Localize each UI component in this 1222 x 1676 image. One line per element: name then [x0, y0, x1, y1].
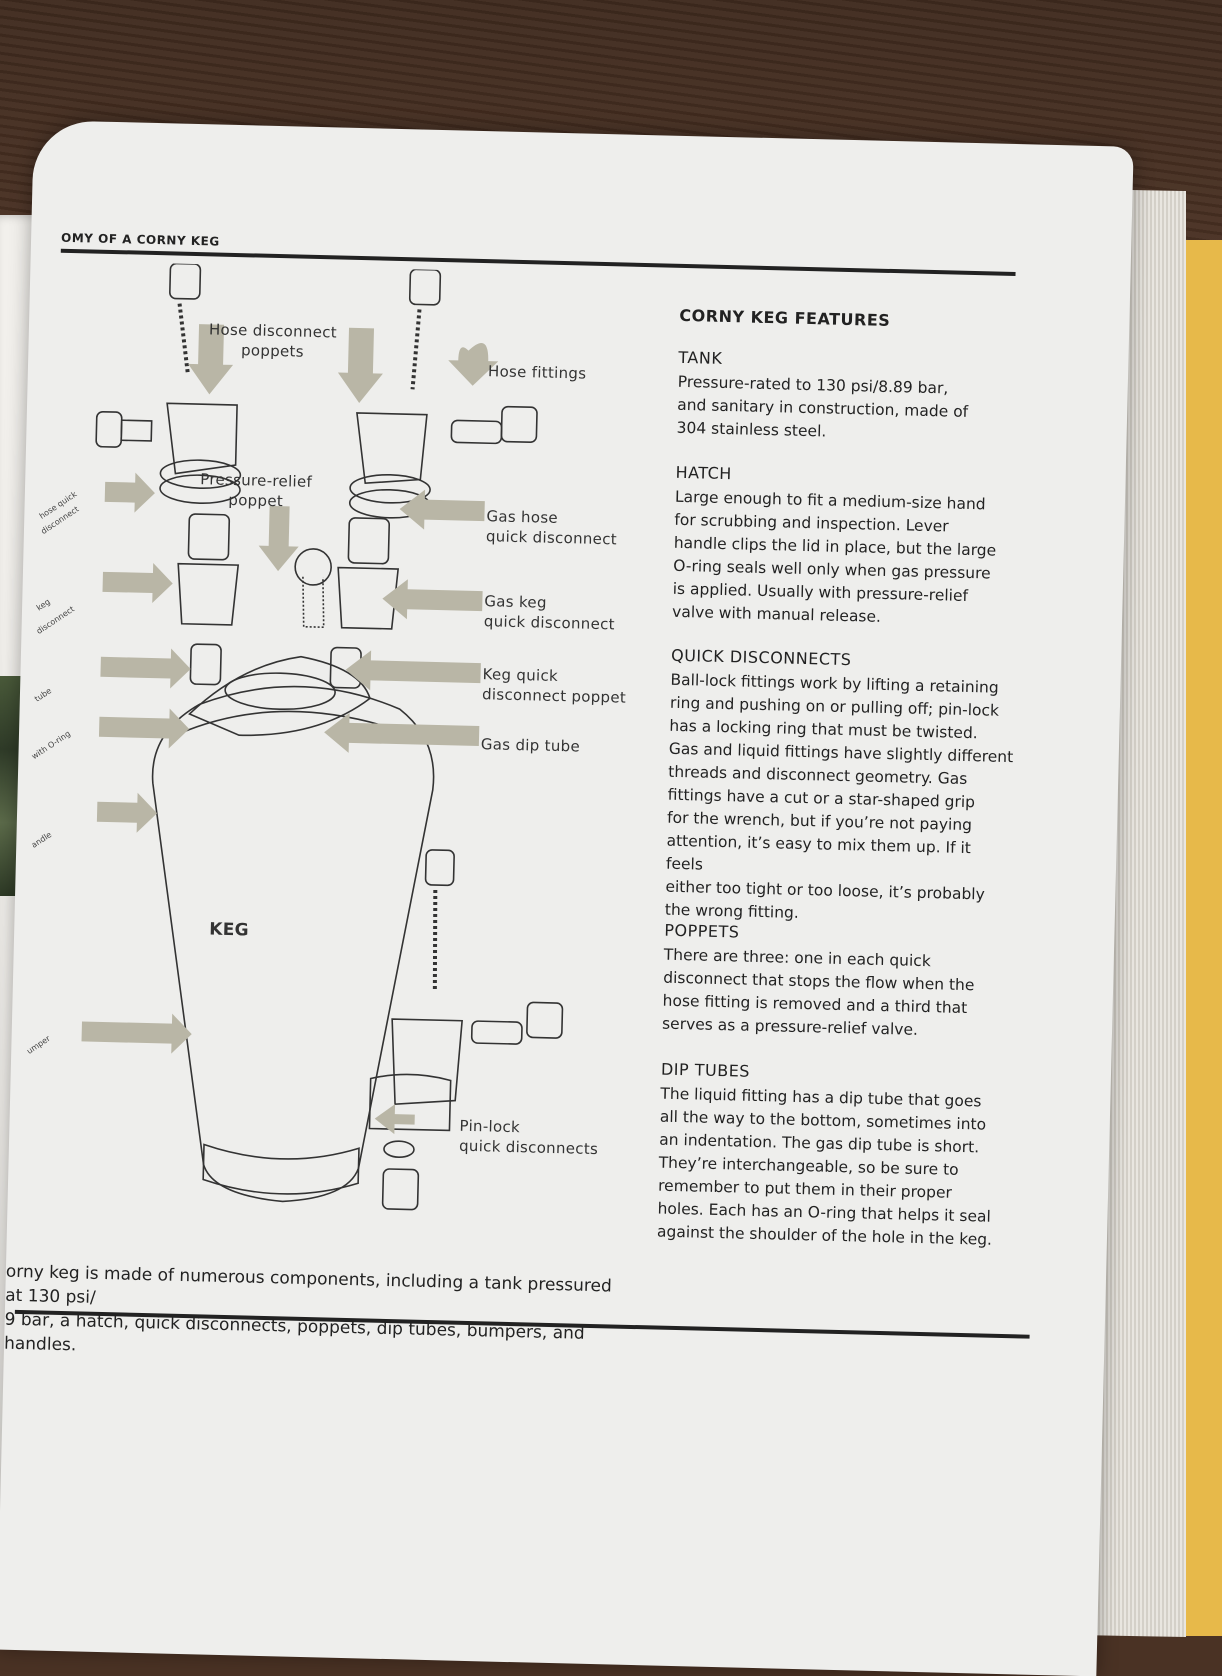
- features-heading: CORNY KEG FEATURES: [679, 305, 891, 330]
- feature-poppets: POPPETS There are three: one in each qui…: [662, 919, 1010, 1044]
- book-page: OMY OF A CORNY KEG: [0, 120, 1134, 1676]
- callout-pin-lock-qd: Pin-lock quick disconnects: [458, 1116, 599, 1159]
- feature-hatch: HATCH Large enough to fit a medium-size …: [672, 461, 1021, 632]
- feature-quick-disconnects: QUICK DISCONNECTS Ball-lock fittings wor…: [665, 644, 1017, 930]
- callout-gas-dip-tube: Gas dip tube: [480, 735, 581, 756]
- feature-tank: TANK Pressure-rated to 130 psi/8.89 bar,…: [676, 346, 1023, 448]
- keg-hatch: [188, 655, 371, 737]
- callout-gas-hose-qd: Gas hose quick disconnect: [485, 507, 618, 549]
- page-header-title: OMY OF A CORNY KEG: [60, 230, 220, 249]
- keg-exploded-diagram: [81, 262, 564, 1211]
- keg-bottom-skirt: [202, 1143, 360, 1195]
- keg-label: KEG: [209, 919, 250, 941]
- callout-hose-fittings: Hose fittings: [487, 362, 587, 383]
- hatch-handle: [224, 672, 336, 711]
- feature-dip-tubes: DIP TUBES The liquid fitting has a dip t…: [657, 1058, 1006, 1252]
- callout-keg-qd-poppet: Keg quick disconnect poppet: [481, 665, 627, 707]
- callout-pressure-relief-poppet: Pressure-relief poppet: [200, 470, 313, 511]
- callout-hose-disconnect-poppets: Hose disconnect poppets: [208, 320, 338, 361]
- callout-gas-keg-qd: Gas keg quick disconnect: [483, 592, 616, 634]
